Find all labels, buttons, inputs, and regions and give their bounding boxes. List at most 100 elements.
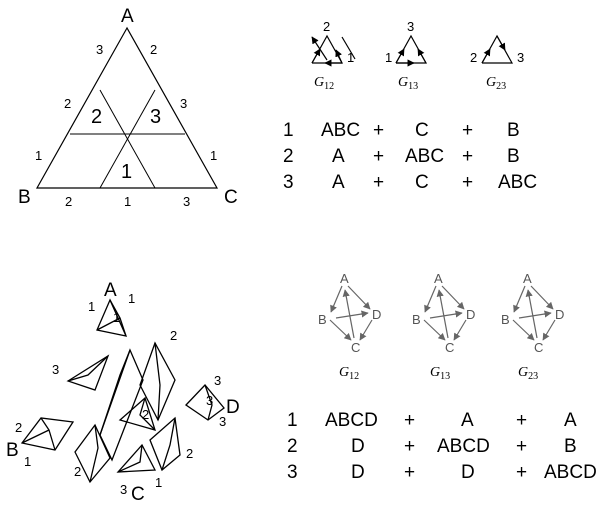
g4-13-node-a: A [434,271,443,286]
g23-label: G23 [486,75,506,92]
tetra-piece-b-edge [40,417,56,451]
tetra-label-mid-2: 2 [142,407,149,422]
table-3-cell: A [332,172,345,193]
table-3-cell: + [373,120,384,141]
tetra-piece-a-edge2 [96,317,121,331]
graph-g12: 2 1 G12 [311,19,356,92]
edge-label-ab-bot: 1 [35,148,42,163]
table-4-cell: B [564,436,577,457]
vertex-a: A [121,6,134,27]
g4-12-edge [359,319,373,341]
g4-23-edge [518,310,552,319]
tetra-prism-3 [74,423,111,484]
table-4-row: 1 ABCD + A + A [287,410,577,431]
table-4-cell: + [404,410,415,431]
table-3-cell: 1 [283,120,294,141]
g4-12-node-c: C [351,340,360,355]
graph4-g12-labels: A B C D G12 [318,271,381,382]
g4-12-edge [329,319,352,341]
table-4-cell: D [351,462,365,483]
table-3-cell: 2 [283,146,294,167]
table-3: 1 ABC + C + B 2 A + ABC + B 3 A + C + AB… [283,120,537,193]
tetra-label-b-top: 2 [15,420,22,435]
graph4-g13-labels: A B C D G13 [412,271,475,382]
g4-13-edge [436,289,449,339]
g13-node-1: 1 [385,50,392,65]
g4-23-edge [512,319,535,341]
table-4-cell: + [404,436,415,457]
table-3-cell: + [373,146,384,167]
g4-23-node-c: C [534,340,543,355]
edge-label-bc-mid: 1 [124,194,131,209]
g23-arrow-right [496,35,506,51]
vertex-b: B [18,187,31,208]
tetra-vertex-c: C [131,484,145,505]
tetra-piece-3 [66,354,110,391]
g4-23-node-b: B [501,312,510,327]
tetra-label-a-inner: 1 [113,310,120,325]
table-3-cell: + [373,172,384,193]
g12-edge-right [341,36,356,60]
g13-node-3: 3 [407,19,414,34]
table-4-cell: ABCD [437,436,490,457]
g13-label: G13 [398,75,418,92]
table-4-cell: ABCD [544,462,597,483]
table-3-cell: + [462,120,473,141]
table-3-cell: B [507,146,520,167]
table-3-cell: ABC [498,172,537,193]
g4-13-edge [423,319,446,341]
g4-23-node-a: A [523,271,532,286]
table-3-row: 1 ABC + C + B [283,120,520,141]
tetra-label-d-top: 3 [214,373,221,388]
tetra-vertex-a: A [104,280,117,301]
tetra-piece-3-edge [67,355,109,382]
tetra-label-a-left: 1 [88,299,95,314]
g4-23-node-d: D [555,307,564,322]
tetra-piece-c [116,443,157,473]
g23-node-3: 3 [517,50,524,65]
g4-12-node-a: A [340,271,349,286]
g12-label: G12 [314,75,334,92]
g4-12-node-b: B [318,312,327,327]
table-4-cell: A [461,410,474,431]
g4-23-edge [513,285,526,313]
graph4-g23-labels: A B C D G23 [501,271,564,382]
g4-12-node-d: D [372,307,381,322]
tetra-piece-center-edge [139,397,156,431]
table-3-cell: + [462,172,473,193]
g4-13-edge [453,319,467,341]
table-4-cell: + [516,436,527,457]
tetra-label-d-inner: 3 [206,393,213,408]
tetra-piece-b-edge2 [21,429,50,444]
edge-label-ab-top: 3 [96,42,103,57]
tetra-label-2-right: 2 [170,328,177,343]
tetra-prism-4-edge [161,417,176,471]
g4-13-node-b: B [412,312,421,327]
table-4-cell: ABCD [325,410,378,431]
g4-13-node-c: C [445,340,454,355]
table-3-cell: C [415,172,429,193]
graph4-g23 [512,285,556,341]
g4-13-node-d: D [466,307,475,322]
g13-arrow-left [395,48,405,64]
tetra-label-c2-left: 2 [74,464,81,479]
tetra-diagram [20,298,225,484]
graph4-g13 [423,285,467,341]
table-3-cell: A [332,146,345,167]
table-3-cell: C [415,120,429,141]
g4-13-edge [441,285,465,310]
tetra-label-mid-2b: 2 [186,446,193,461]
g12-arrow-up [335,49,343,64]
table-3-cell: B [507,120,520,141]
g12-node-2: 2 [323,19,330,34]
triangle-diagram: A B C 3 2 1 2 3 1 2 1 3 2 3 1 [18,6,238,209]
tetra-prism-4 [149,416,181,472]
tetra-piece-d [185,384,225,421]
g4-23-edge [530,285,554,310]
tetra-vertex-d: D [226,397,240,418]
table-3-cell: ABC [405,146,444,167]
region-label-3: 3 [150,106,161,128]
table-3-cell: ABC [321,120,360,141]
g4-12-edge [335,310,369,319]
